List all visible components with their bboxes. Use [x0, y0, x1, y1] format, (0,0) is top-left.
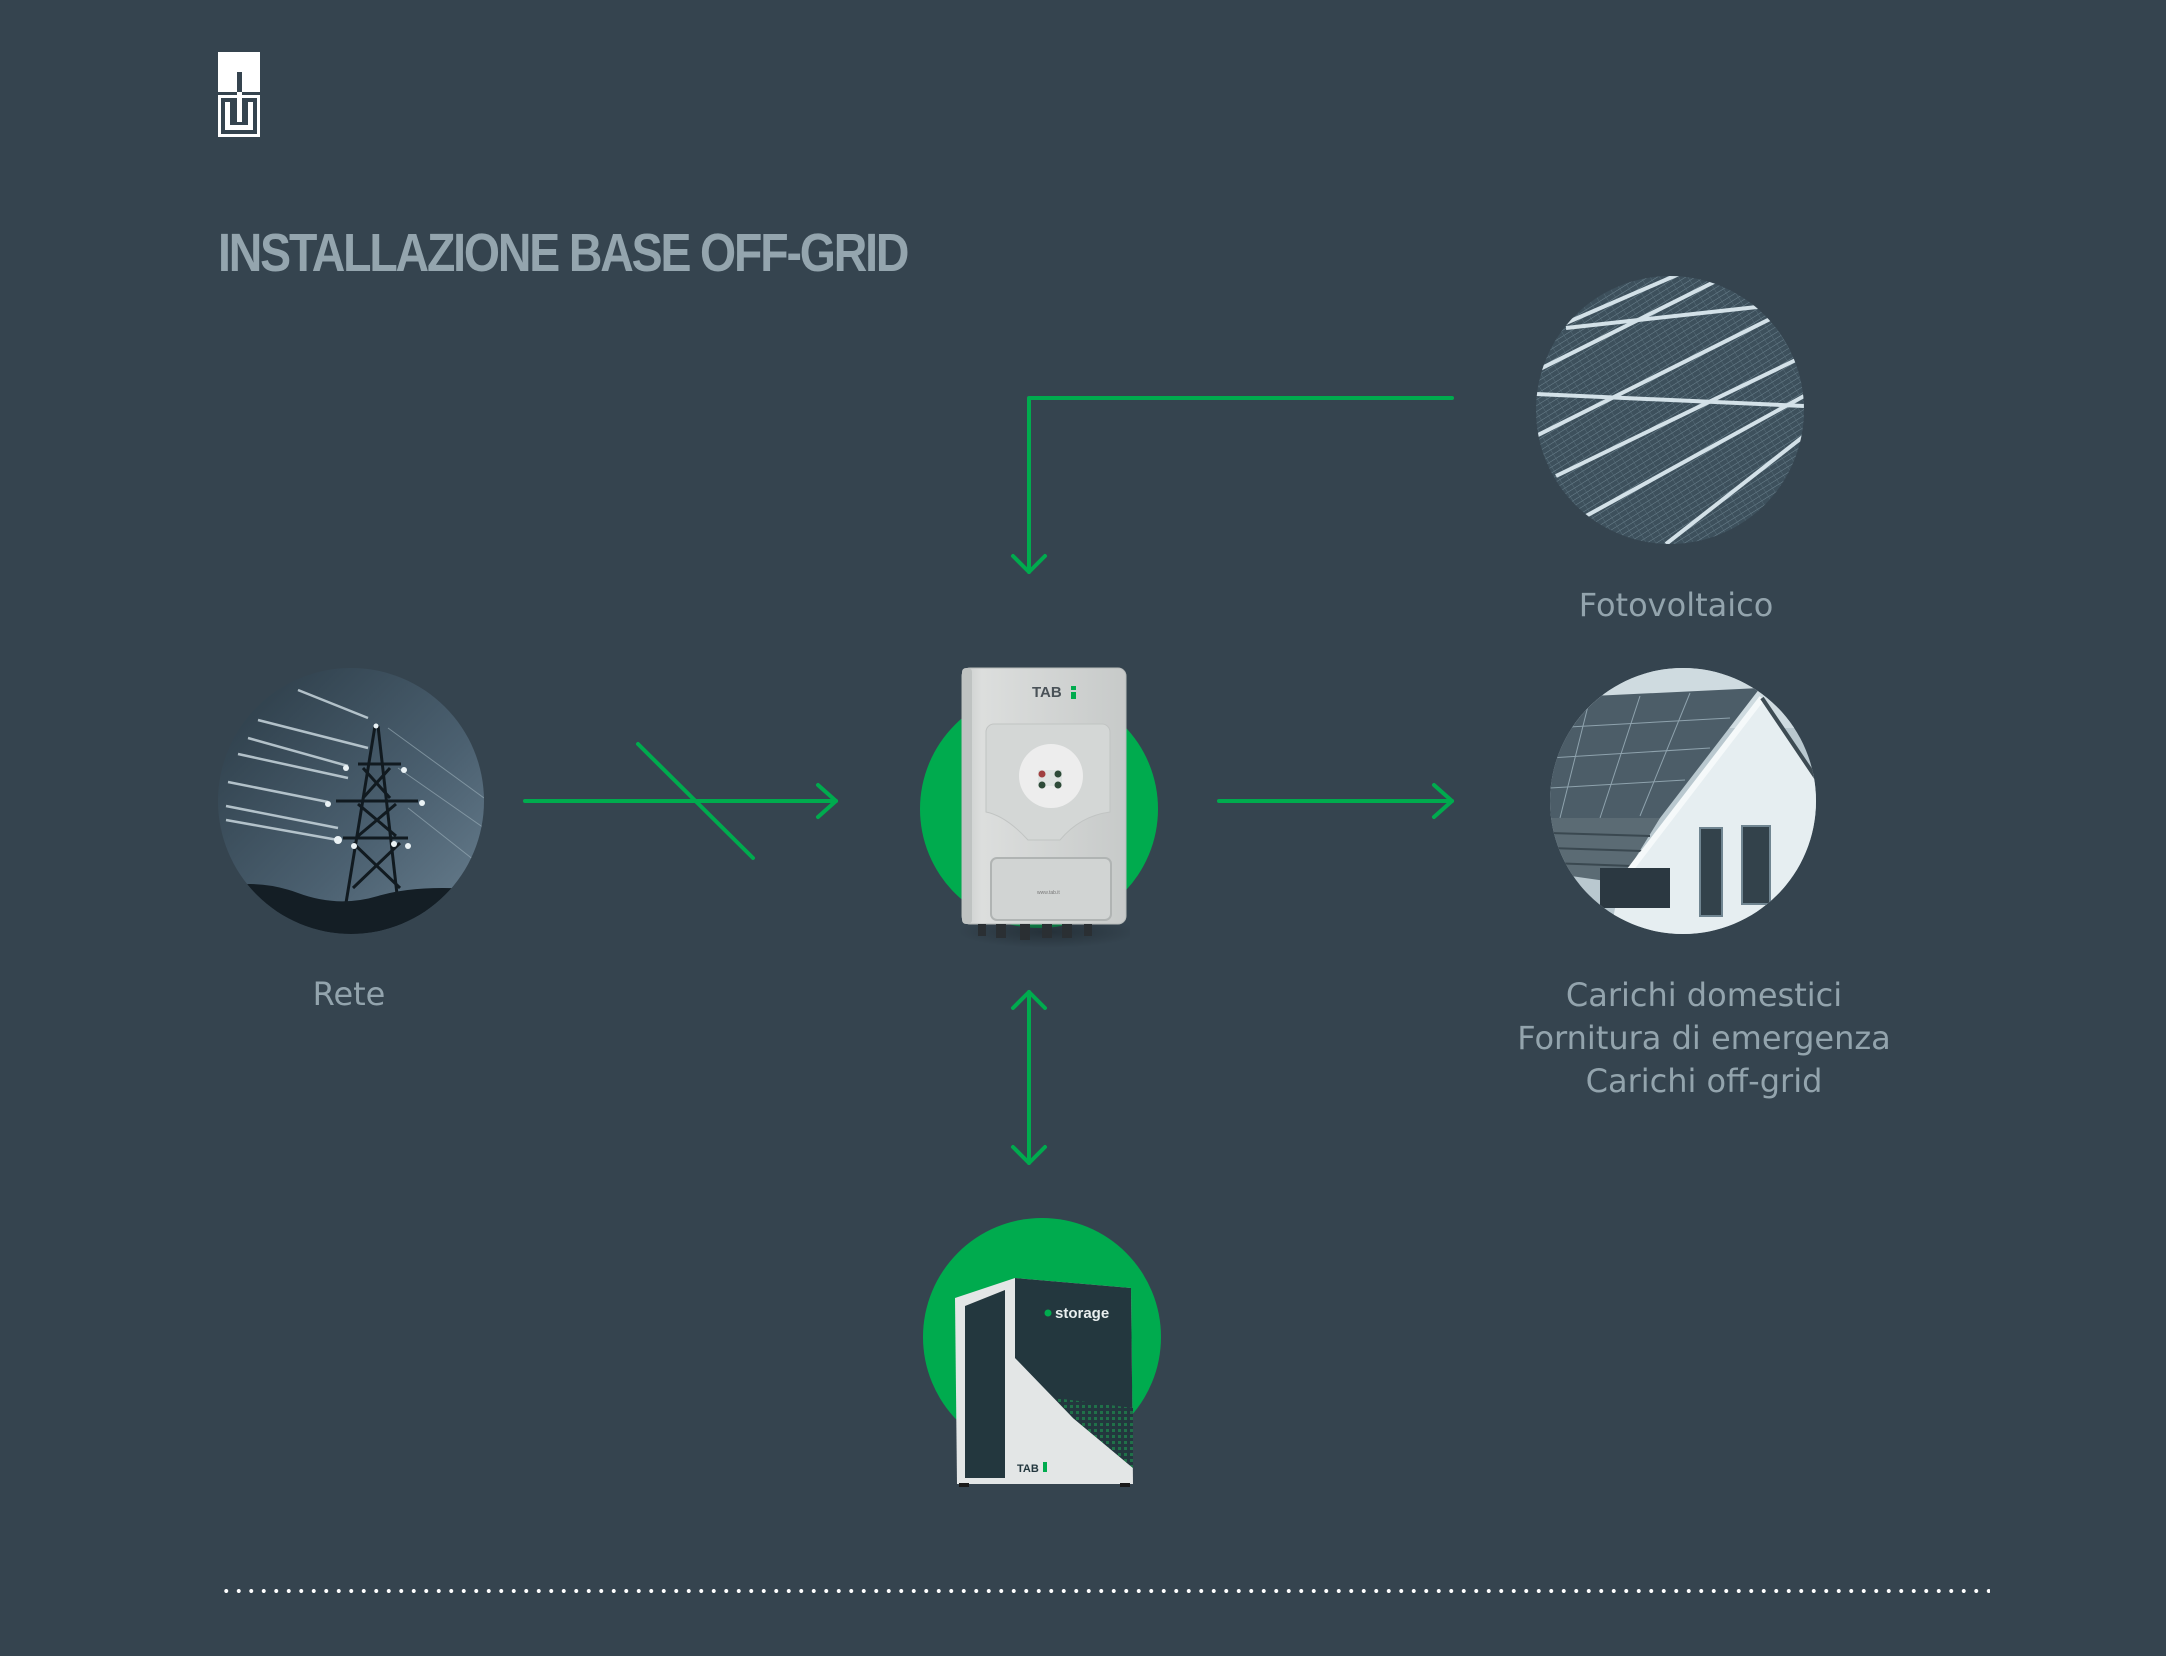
arrow-head-up-icon	[1011, 990, 1047, 1010]
brand-logo-icon	[218, 52, 260, 137]
svg-text:TAB: TAB	[1017, 1463, 1039, 1475]
arrow-head-down-icon	[1011, 1145, 1047, 1165]
solar-panels-photo	[1536, 276, 1804, 544]
page-title: INSTALLAZIONE BASE OFF-GRID	[218, 223, 909, 283]
power-pylon-photo	[218, 668, 484, 934]
loads-node	[1550, 668, 1816, 934]
arrow-head-right-icon	[816, 783, 838, 819]
grid-node	[218, 668, 484, 934]
loads-label-line: Carichi domestici	[1565, 976, 1843, 1014]
loads-label-line: Carichi off-grid	[1585, 1062, 1823, 1100]
arrow-head-right-icon	[1432, 783, 1454, 819]
photovoltaic-node	[1536, 276, 1804, 544]
disconnect-slash	[636, 742, 755, 860]
arrow-head-down-icon	[1011, 554, 1047, 574]
inverter-brand-text: TAB	[1032, 684, 1062, 701]
inverter-node: TAB www.tab.it	[958, 667, 1130, 948]
loads-label-line: Fornitura di emergenza	[1517, 1019, 1891, 1057]
dotted-divider	[220, 1589, 1990, 1593]
storage-brand-text: storage	[1055, 1305, 1109, 1322]
house-with-solar-roof-photo	[1550, 668, 1816, 934]
loads-label: Carichi domestici Fornitura di emergenza…	[1454, 974, 1954, 1103]
storage-node: storage TAB	[955, 1278, 1133, 1487]
arrow-pv-to-inverter	[1027, 396, 1454, 574]
photovoltaic-label: Fotovoltaico	[1578, 586, 1774, 624]
svg-text:www.tab.it: www.tab.it	[1037, 890, 1060, 896]
grid-label: Rete	[312, 975, 386, 1013]
